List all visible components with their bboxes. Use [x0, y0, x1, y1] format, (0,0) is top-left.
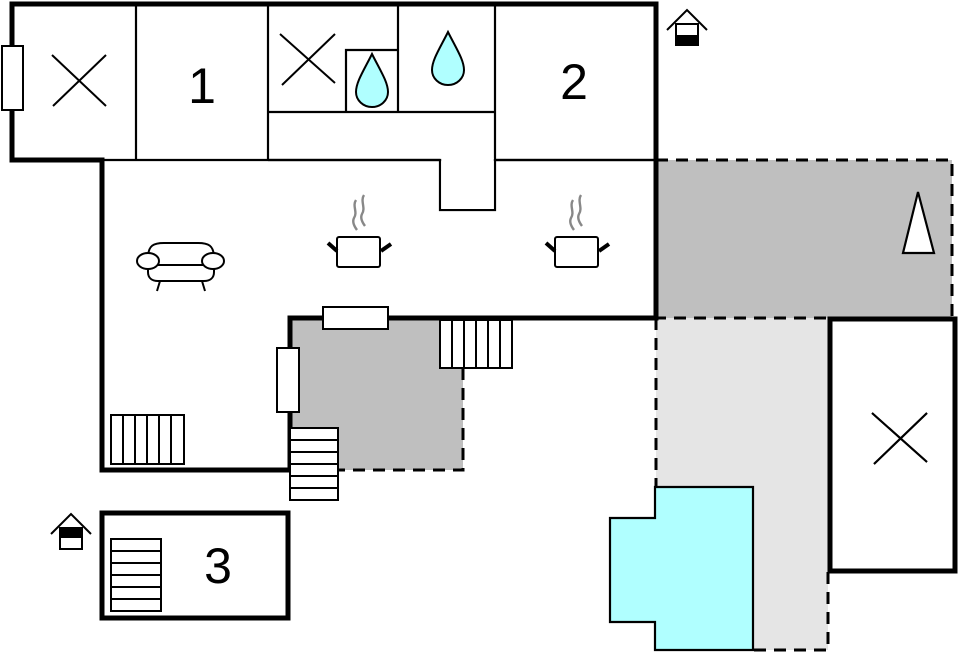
room-label-3: 3: [204, 538, 232, 594]
room-label-1: 1: [188, 58, 216, 114]
garden-border-right: [754, 572, 830, 652]
wall: [344, 48, 398, 112]
x-mark-icon: [51, 54, 107, 107]
sofa-icon: [136, 242, 225, 292]
tent-icon: [901, 191, 936, 255]
window: [322, 306, 389, 330]
window: [1, 45, 24, 111]
cooking-pot-icon: [326, 194, 393, 268]
building-3-outline: [99, 510, 291, 621]
water-drop-icon: [354, 51, 390, 108]
house-entrance-icon: [50, 512, 92, 550]
east-building-outline: [827, 316, 958, 574]
swimming-pool: [608, 485, 755, 652]
room-label-2: 2: [560, 54, 588, 110]
stairs-icon: [289, 427, 339, 501]
cooking-pot-icon: [544, 194, 611, 268]
x-mark-icon: [279, 33, 336, 86]
hall-nook-fill: [441, 158, 494, 209]
window: [276, 347, 300, 413]
terrace-east-border: [656, 158, 954, 320]
house-entrance-icon: [666, 8, 708, 46]
stairs-icon: [110, 538, 162, 612]
stairs-icon: [439, 319, 513, 369]
terrace-area-east: [656, 160, 952, 318]
x-mark-icon: [871, 412, 928, 465]
terrace-center-border: [338, 368, 465, 472]
stairs-icon: [110, 414, 185, 465]
water-drop-icon: [430, 29, 466, 86]
